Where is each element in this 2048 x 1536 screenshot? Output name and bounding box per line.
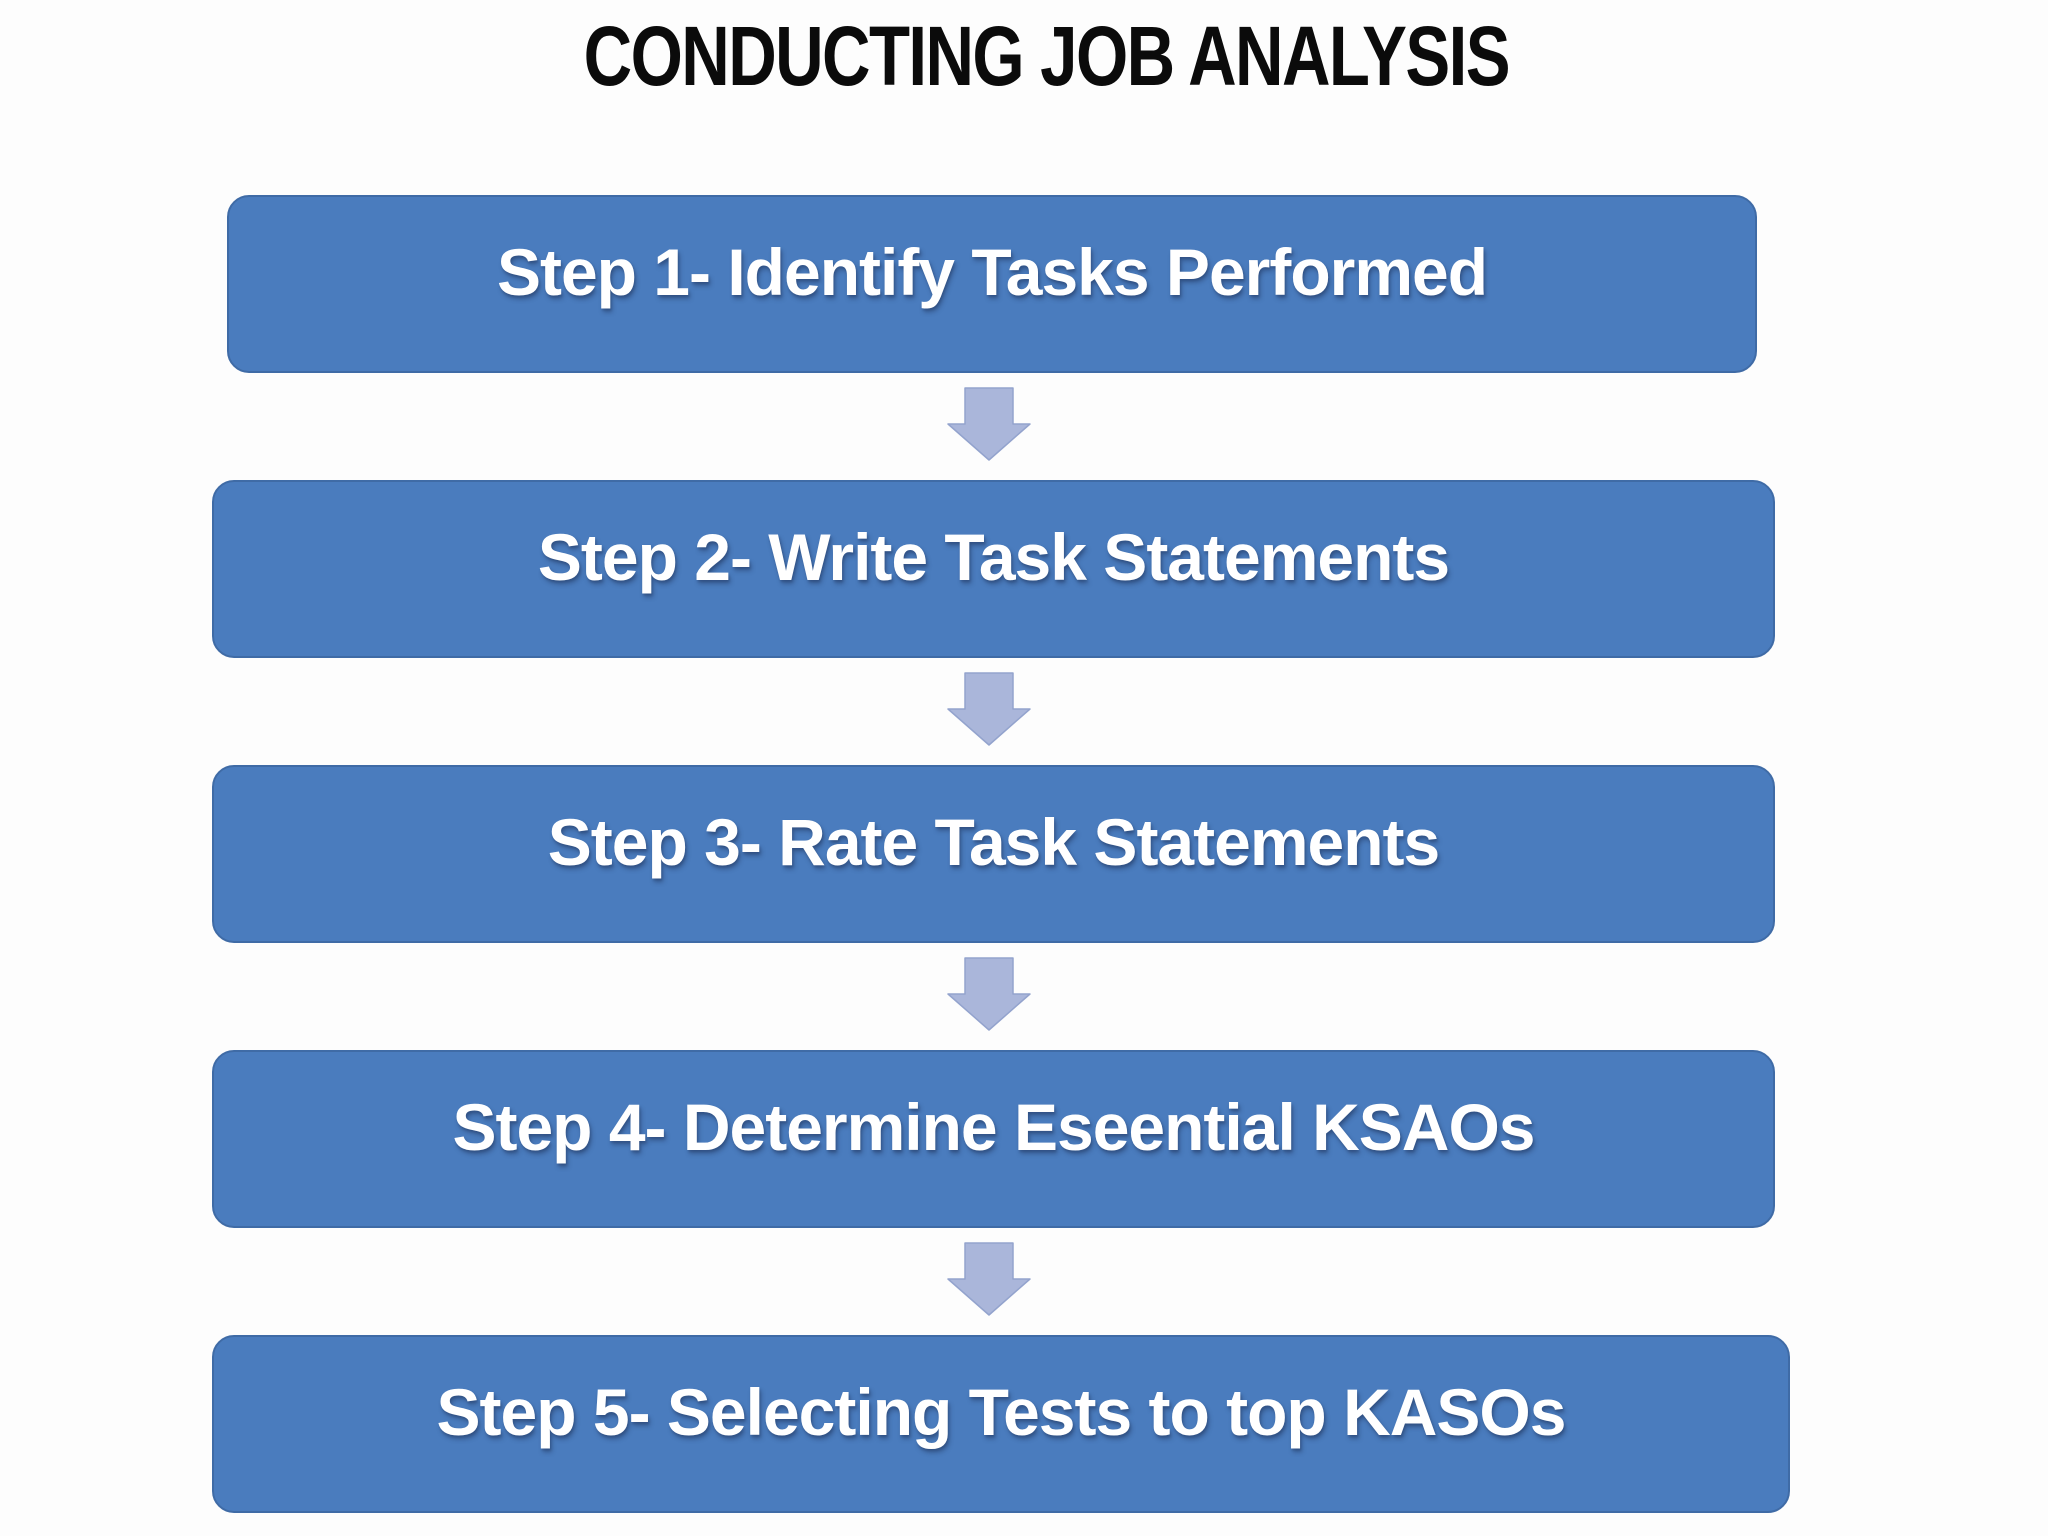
step-2-label: Step 2- Write Task Statements [537,520,1450,594]
step-box-3: Step 3- Rate Task Statements [212,765,1775,943]
step-5-label: Step 5- Selecting Tests to top KASOs [436,1375,1567,1449]
step-3-label: Step 3- Rate Task Statements [547,805,1440,879]
step-box-1: Step 1- Identify Tasks Performed [227,195,1757,373]
down-arrow-icon [947,387,1031,461]
down-arrow-icon [947,957,1031,1031]
step-box-4: Step 4- Determine Eseential KSAOs [212,1050,1775,1228]
step-box-5: Step 5- Selecting Tests to top KASOs [212,1335,1790,1513]
down-arrow-icon [947,672,1031,746]
page-title-text: CONDUCTING JOB ANALYSIS [583,9,1510,103]
down-arrow-icon [947,1242,1031,1316]
page-title: CONDUCTING JOB ANALYSIS [0,14,2048,98]
step-1-label: Step 1- Identify Tasks Performed [496,235,1488,309]
step-box-2: Step 2- Write Task Statements [212,480,1775,658]
step-4-label: Step 4- Determine Eseential KSAOs [452,1090,1535,1164]
